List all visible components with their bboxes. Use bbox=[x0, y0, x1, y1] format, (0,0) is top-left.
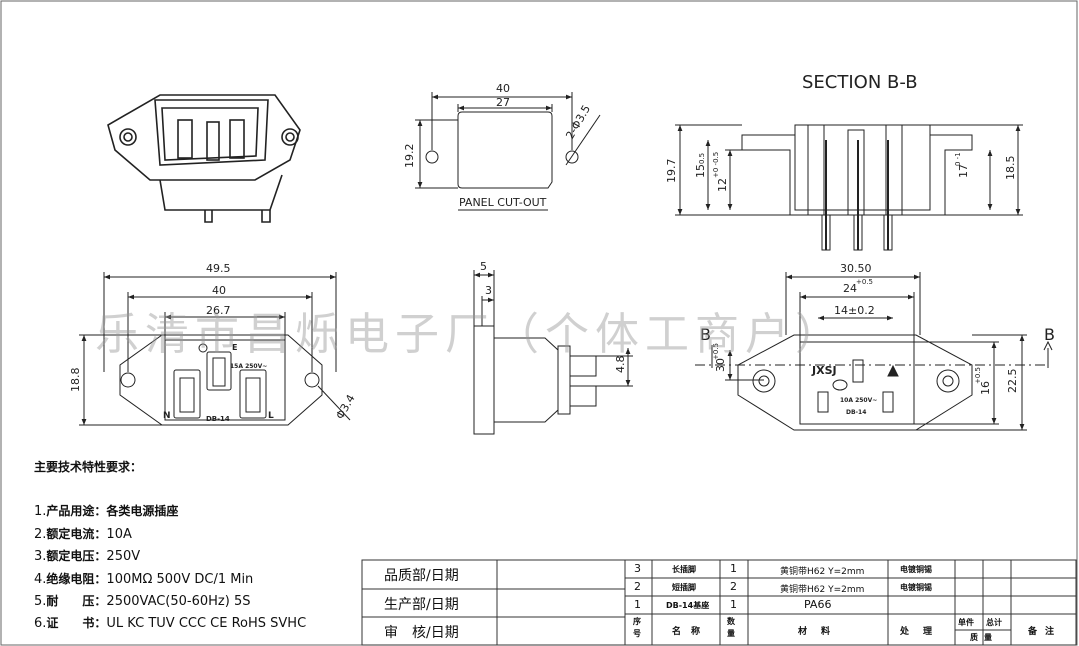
section-title: SECTION B-B bbox=[802, 72, 918, 93]
bom-row-1-qty: 1 bbox=[730, 598, 737, 611]
dim-back-16: 16 bbox=[979, 381, 992, 395]
dim-front-40: 40 bbox=[212, 284, 226, 297]
dimension-labels: SECTION B-B PANEL CUT-OUT 40 27 19.2 2-Φ… bbox=[69, 72, 1055, 422]
back-rating: 10A 250V~ bbox=[840, 397, 877, 404]
spec-heading: 主要技术特性要求： bbox=[34, 460, 143, 474]
dim-back-30-tol: +0.5 bbox=[712, 343, 720, 360]
dim-back-14: 14±0.2 bbox=[834, 304, 875, 317]
dim-back-24-tol: +0.5 bbox=[856, 278, 873, 286]
bom-header-remark: 备注 bbox=[1028, 627, 1063, 637]
bom-header-total: 总计 bbox=[986, 618, 1002, 627]
dim-sec-12: 12 bbox=[716, 178, 729, 192]
side-view bbox=[473, 270, 633, 435]
bom-header-name: 名称 bbox=[672, 627, 711, 637]
front-view bbox=[79, 272, 351, 426]
dim-side-5: 5 bbox=[480, 260, 487, 273]
bom-header-material: 材料 bbox=[798, 627, 845, 637]
watermark: 乐清市昌烁电子厂（个体工商户） bbox=[95, 309, 845, 360]
back-brand: JXSJ bbox=[811, 364, 837, 377]
approval-production: 生产部/日期 bbox=[384, 597, 459, 613]
bom-row-3-material: 黄铜带H62 Y=2mm bbox=[780, 567, 865, 577]
bom-header-qty: 数量 bbox=[727, 617, 735, 638]
panel-cutout-label: PANEL CUT-OUT bbox=[459, 196, 547, 209]
bom-header-unit: 单件 bbox=[958, 618, 974, 627]
dim-front-49-5: 49.5 bbox=[206, 262, 231, 275]
dim-cutout-hole: 2-Φ3.5 bbox=[563, 103, 593, 142]
dim-side-3: 3 bbox=[485, 284, 492, 297]
bom-row-3-qty: 1 bbox=[730, 562, 737, 575]
dim-back-22-5: 22.5 bbox=[1006, 369, 1019, 394]
front-pin-n: N bbox=[163, 411, 171, 421]
bom-row-1-material: PA66 bbox=[804, 598, 832, 611]
front-pin-e: E bbox=[232, 343, 237, 352]
spec-item-2: 2.额定电流：10A bbox=[34, 527, 132, 542]
bom-row-3-name: 长插脚 bbox=[672, 565, 696, 574]
bom-row-2-material: 黄铜带H62 Y=2mm bbox=[780, 585, 865, 595]
dim-front-hole: Φ3.4 bbox=[333, 392, 357, 421]
title-block bbox=[361, 559, 1077, 646]
dim-back-30: 30 bbox=[714, 358, 727, 372]
bom-row-1-seq: 1 bbox=[634, 598, 641, 611]
dim-cutout-27: 27 bbox=[496, 96, 510, 109]
bom-row-2-qty: 2 bbox=[730, 580, 737, 593]
section-mark-right: B bbox=[1044, 325, 1055, 344]
dim-back-30-50: 30.50 bbox=[840, 262, 872, 275]
bom-header-seq: 序号 bbox=[633, 617, 641, 638]
dim-sec-19-7: 19.7 bbox=[665, 159, 678, 184]
dim-sec-17-tol: 0 -1 bbox=[954, 152, 962, 166]
back-view bbox=[695, 272, 1053, 431]
front-rating: 15A 250V~ bbox=[230, 363, 267, 370]
section-mark-left: B bbox=[700, 325, 711, 344]
dim-sec-12-tol: +0 -0.5 bbox=[712, 152, 720, 178]
approval-review: 审 核/日期 bbox=[384, 625, 459, 641]
bom-row-1-name: DB-14基座 bbox=[666, 601, 710, 610]
bom-header-treatment: 处理 bbox=[900, 627, 947, 637]
dim-cutout-19-2: 19.2 bbox=[403, 144, 416, 169]
spec-item-6: 6.证 书：UL KC TUV CCC CE RoHS SVHC bbox=[34, 616, 307, 631]
front-model: DB-14 bbox=[206, 415, 230, 423]
dim-sec-18-5: 18.5 bbox=[1004, 156, 1017, 181]
spec-item-4: 4.绝缘电阻：100MΩ 500V DC/1 Min bbox=[34, 572, 254, 587]
product-markings: E 15A 250V~ N L DB-14 JXSJ 10A 250V~ DB-… bbox=[163, 343, 877, 423]
bom-header-mass: 质量 bbox=[970, 633, 998, 642]
dim-cutout-40: 40 bbox=[496, 82, 510, 95]
section-view bbox=[675, 124, 1023, 251]
bom-row-3-seq: 3 bbox=[634, 562, 641, 575]
dim-front-18-8: 18.8 bbox=[69, 368, 82, 393]
front-pin-l: L bbox=[268, 411, 274, 421]
dim-sec-15-tol: 0.5 bbox=[698, 153, 706, 164]
spec-item-5: 5.耐 压：2500VAC(50-60Hz) 5S bbox=[34, 594, 251, 609]
back-model: DB-14 bbox=[846, 409, 866, 416]
dim-side-4-8: 4.8 bbox=[614, 356, 627, 374]
dim-back-16-tol: +0.5 bbox=[974, 367, 982, 384]
bom-row-2-seq: 2 bbox=[634, 580, 641, 593]
panel-cutout-view bbox=[415, 92, 601, 211]
bom-row-3-treatment: 电镀铜锡 bbox=[900, 565, 932, 574]
isometric-view bbox=[107, 94, 301, 223]
dim-sec-17: 17 bbox=[957, 164, 970, 178]
bom-row-2-name: 短插脚 bbox=[672, 583, 696, 592]
dim-sec-15: 15 bbox=[694, 164, 707, 178]
approval-quality: 品质部/日期 bbox=[384, 568, 459, 584]
dim-front-26-7: 26.7 bbox=[206, 304, 231, 317]
dim-back-24: 24 bbox=[843, 282, 857, 295]
spec-item-1: 1.产品用途：各类电源插座 bbox=[34, 504, 179, 519]
bom-row-2-treatment: 电镀铜锡 bbox=[900, 583, 932, 592]
spec-item-3: 3.额定电压：250V bbox=[34, 549, 141, 564]
